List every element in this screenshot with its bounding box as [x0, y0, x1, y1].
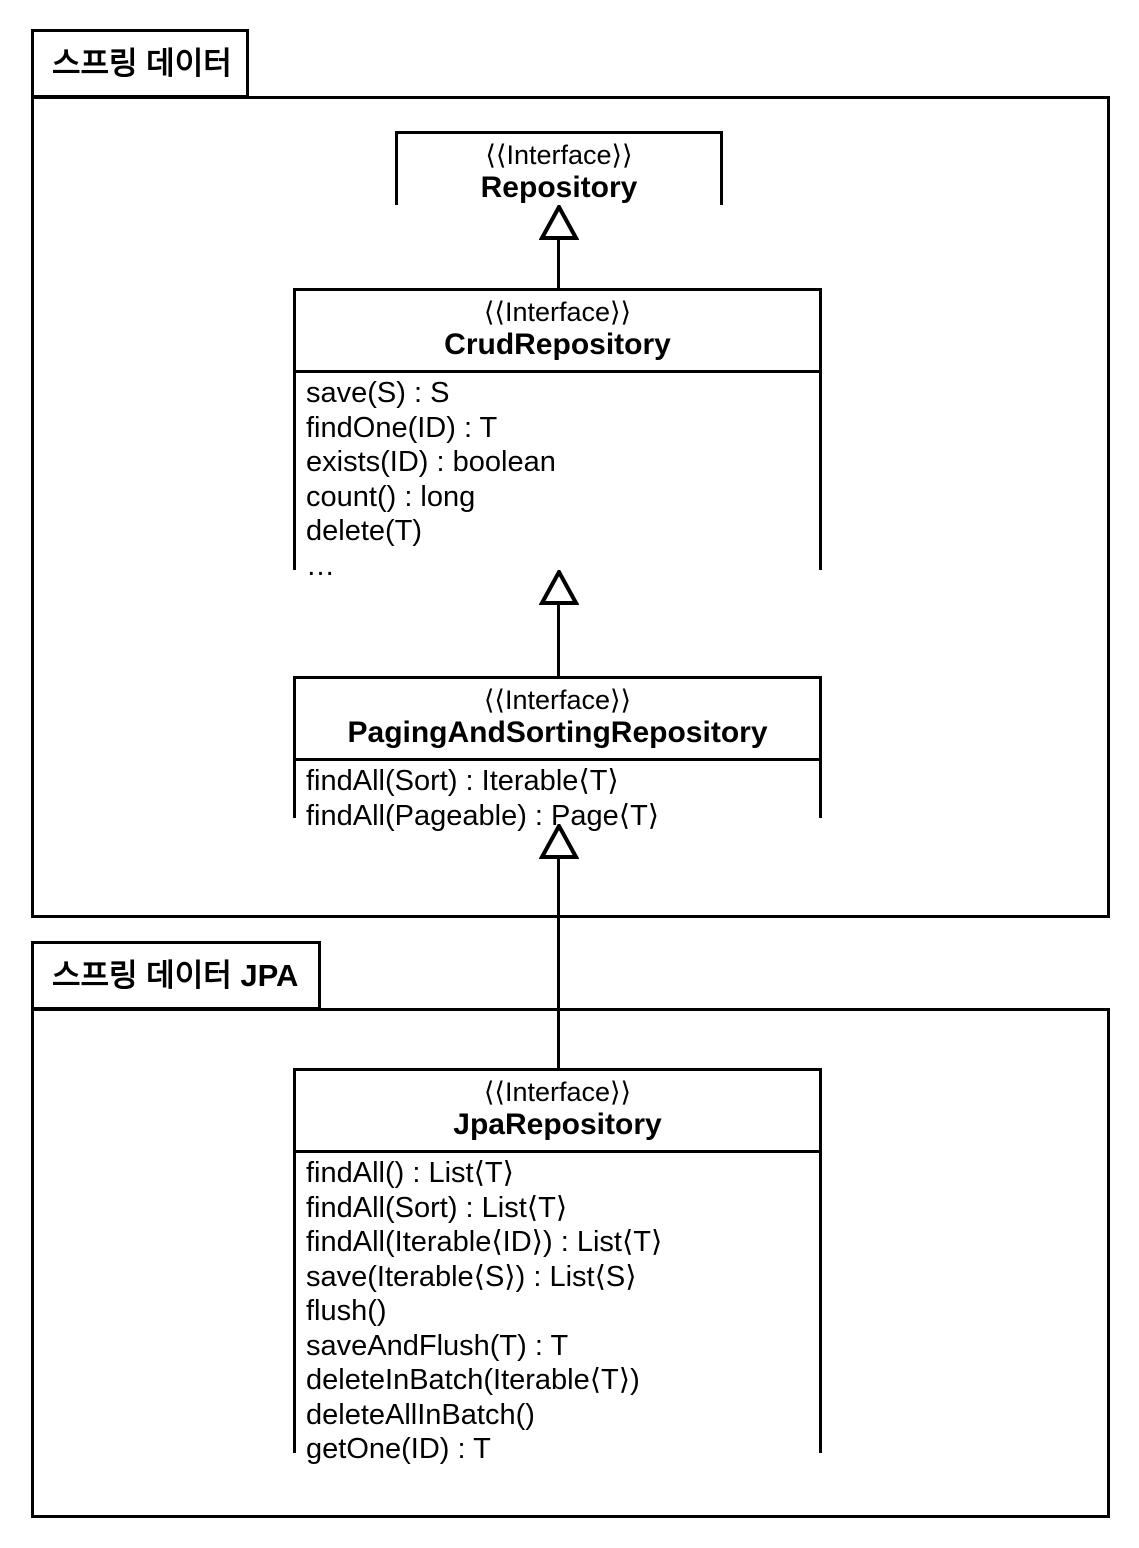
uml-class-paging-and-sorting-repository[interactable]: ⟨⟨Interface⟩⟩ PagingAndSortingRepository… — [293, 676, 822, 840]
uml-stereotype-paging-and-sorting-repository: ⟨⟨Interface⟩⟩ — [483, 685, 632, 715]
generalization-line-crud-to-repository — [557, 230, 560, 292]
uml-class-jpa-repository[interactable]: ⟨⟨Interface⟩⟩ JpaRepository findAll() : … — [293, 1068, 822, 1473]
uml-member: deleteInBatch(Iterable⟨T⟩) — [306, 1364, 640, 1397]
uml-class-name-jpa-repository: JpaRepository — [453, 1108, 662, 1142]
uml-member: delete(T) — [306, 515, 423, 548]
generalization-line-paging-to-crud — [557, 604, 560, 682]
uml-member: findAll(Sort) : List⟨T⟩ — [306, 1191, 568, 1224]
package-label-spring-data: 스프링 데이터 — [52, 46, 232, 81]
uml-member: saveAndFlush(T) : T — [306, 1329, 569, 1362]
uml-stereotype-repository: ⟨⟨Interface⟩⟩ — [485, 140, 633, 170]
uml-member: save(Iterable⟨S⟩) : List⟨S⟩ — [306, 1260, 637, 1293]
package-label-spring-data-jpa: 스프링 데이터 JPA — [52, 958, 299, 993]
uml-member: exists(ID) : boolean — [306, 446, 556, 479]
package-tab-spring-data: 스프링 데이터 — [31, 29, 249, 98]
uml-member: findAll(Sort) : Iterable⟨T⟩ — [306, 765, 619, 798]
package-tab-spring-data-jpa: 스프링 데이터 JPA — [31, 941, 321, 1010]
generalization-arrow-paging-to-crud — [539, 570, 579, 606]
uml-header-paging-and-sorting-repository: ⟨⟨Interface⟩⟩ PagingAndSortingRepository — [296, 679, 819, 762]
uml-class-name-repository: Repository — [480, 171, 638, 205]
uml-header-jpa-repository: ⟨⟨Interface⟩⟩ JpaRepository — [296, 1071, 819, 1154]
uml-member: … — [306, 549, 335, 582]
uml-members-crud-repository: save(S) : S findOne(ID) : T exists(ID) :… — [296, 373, 819, 590]
uml-member: save(S) : S — [306, 377, 450, 410]
uml-header-crud-repository: ⟨⟨Interface⟩⟩ CrudRepository — [296, 291, 819, 374]
uml-class-name-paging-and-sorting-repository: PagingAndSortingRepository — [347, 716, 768, 750]
uml-members-jpa-repository: findAll() : List⟨T⟩ findAll(Sort) : List… — [296, 1153, 819, 1473]
uml-class-repository[interactable]: ⟨⟨Interface⟩⟩ Repository — [395, 131, 723, 214]
uml-member: flush() — [306, 1295, 387, 1328]
uml-member: findAll(Pageable) : Page⟨T⟩ — [306, 799, 660, 832]
uml-member: findOne(ID) : T — [306, 411, 498, 444]
uml-member: findAll() : List⟨T⟩ — [306, 1157, 514, 1190]
uml-member: count() : long — [306, 480, 476, 513]
uml-member: findAll(Iterable⟨ID⟩) : List⟨T⟩ — [306, 1226, 663, 1259]
generalization-arrow-crud-to-repository — [539, 205, 579, 241]
uml-member: deleteAllInBatch() — [306, 1398, 535, 1431]
uml-stereotype-crud-repository: ⟨⟨Interface⟩⟩ — [483, 297, 632, 327]
uml-class-name-crud-repository: CrudRepository — [444, 328, 671, 362]
uml-member: getOne(ID) : T — [306, 1433, 491, 1466]
generalization-arrow-jpa-to-paging — [539, 824, 579, 860]
generalization-line-jpa-to-paging — [557, 858, 560, 1070]
uml-header-repository: ⟨⟨Interface⟩⟩ Repository — [398, 134, 720, 214]
uml-class-crud-repository[interactable]: ⟨⟨Interface⟩⟩ CrudRepository save(S) : S… — [293, 288, 822, 590]
uml-stereotype-jpa-repository: ⟨⟨Interface⟩⟩ — [483, 1077, 632, 1107]
